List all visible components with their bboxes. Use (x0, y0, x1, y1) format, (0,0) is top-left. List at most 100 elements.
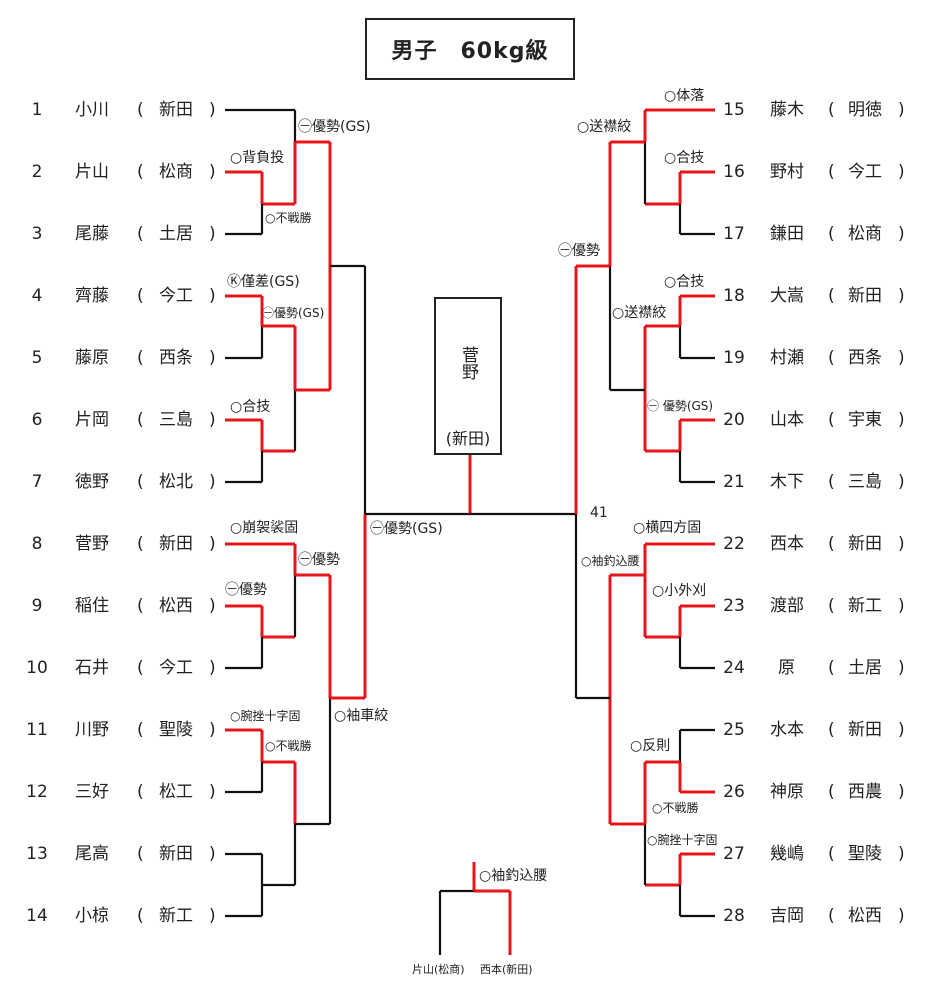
entry-number: 24 (723, 658, 745, 678)
entry-number: 9 (31, 596, 43, 616)
result-label: Ⓚ僅差(GS) (227, 274, 300, 290)
entry-number: 10 (26, 658, 48, 678)
paren-open: ( (137, 410, 144, 430)
champion-name: 菅野 (458, 346, 478, 380)
paren-open: ( (828, 286, 835, 306)
entry-right: 渡部(新工) (770, 593, 910, 619)
player-name: 大嵩 (770, 286, 804, 306)
third-place-result: ○袖釣込腰 (479, 868, 548, 884)
paren-close: ) (209, 658, 216, 678)
entry-number: 2 (31, 162, 43, 182)
third-place-right: 西本(新田) (480, 963, 533, 976)
entry-right: 神原 ( 西農) (770, 779, 910, 805)
paren-open: ( (137, 596, 144, 616)
paren-open: ( (137, 286, 144, 306)
player-name: 菅野 (75, 534, 109, 554)
player-team: 松商 (159, 162, 193, 182)
result-label: ㊀優勢 (558, 243, 600, 259)
champion-team: (新田) (445, 429, 491, 448)
player-name: 三好 (75, 782, 109, 802)
player-team: 新田 (159, 100, 193, 120)
entry-number: 23 (723, 596, 745, 616)
result-label: ㊀ 優勢(GS) (647, 399, 714, 413)
entry-number: 22 (723, 534, 745, 554)
paren-open: ( (828, 596, 835, 616)
player-team: 新田 (848, 720, 882, 740)
entry-left: 徳野(松北) (75, 469, 225, 495)
player-name: 吉岡 (770, 906, 804, 926)
paren-open: ( (828, 410, 835, 430)
result-label: ○崩袈裟固 (230, 520, 299, 536)
entry-number: 4 (31, 286, 43, 306)
player-team: 松商 (848, 224, 882, 244)
player-name: 稲住 (75, 596, 109, 616)
paren-open: ( (137, 162, 144, 182)
entry-number: 5 (31, 348, 43, 368)
player-team: 今工 (848, 162, 882, 182)
entry-number: 25 (723, 720, 745, 740)
paren-open: ( (828, 720, 835, 740)
entry-right: 村瀬(西条) (770, 345, 910, 371)
paren-open: ( (137, 906, 144, 926)
entry-right: 原(土居) (770, 655, 910, 681)
paren-close: ) (209, 720, 216, 740)
entry-right: 西本(新田) (770, 531, 910, 557)
result-label: ㊀優勢(GS) (262, 306, 325, 320)
paren-open: ( (828, 782, 835, 802)
entry-number: 13 (26, 844, 48, 864)
player-team: 三島 (159, 410, 193, 430)
result-label: ㊀優勢(GS) (298, 119, 371, 135)
player-name: 神原 (770, 782, 804, 802)
player-team: 松西 (848, 906, 882, 926)
entry-left: 小椋(新工) (75, 903, 225, 929)
paren-open: ( (137, 224, 144, 244)
player-name: 村瀬 (770, 348, 804, 368)
paren-close: ) (898, 720, 905, 740)
paren-close: ) (898, 100, 905, 120)
player-name: 西本 (770, 534, 804, 554)
player-team: 新田 (848, 534, 882, 554)
result-label: ㊀優勢(GS) (370, 521, 443, 537)
player-team: 新田 (848, 286, 882, 306)
result-label: ○送襟絞 (612, 305, 667, 321)
result-label: ○不戦勝 (652, 801, 699, 815)
player-name: 齊藤 (75, 286, 109, 306)
player-name: 山本 (770, 410, 804, 430)
entry-number: 16 (723, 162, 745, 182)
paren-open: ( (137, 534, 144, 554)
entry-left: 片山(松商) (75, 159, 225, 185)
result-label: ○不戦勝 (265, 739, 312, 753)
paren-open: ( (828, 844, 835, 864)
player-team: 聖陵 (848, 844, 882, 864)
entry-number: 11 (26, 720, 48, 740)
player-name: 石井 (75, 658, 109, 678)
player-name: 渡部 (770, 596, 804, 616)
entry-right: 鎌田(松商) (770, 221, 910, 247)
paren-close: ) (898, 410, 905, 430)
entry-right: 吉岡(松西) (770, 903, 910, 929)
player-team: 明徳 (848, 100, 882, 120)
result-label: ○反則 (630, 738, 671, 754)
player-team: 西農 (848, 782, 882, 802)
player-name: 原 (778, 658, 795, 678)
player-team: 新田 (159, 534, 193, 554)
paren-open: ( (828, 534, 835, 554)
result-label: ○袖釣込腰 (581, 554, 640, 568)
player-team: 土居 (159, 224, 193, 244)
entry-right: 山本(宇東) (770, 407, 910, 433)
entry-left: 三好(松工) (75, 779, 225, 805)
entry-right: 野村(今工) (770, 159, 910, 185)
paren-close: ) (898, 782, 905, 802)
player-team: 新工 (159, 906, 193, 926)
entry-number: 28 (723, 906, 745, 926)
paren-close: ) (209, 100, 216, 120)
entry-right: 大嵩(新田) (770, 283, 910, 309)
player-name: 小椋 (75, 906, 109, 926)
paren-open: ( (137, 472, 144, 492)
result-label: ○不戦勝 (265, 211, 312, 225)
paren-open: ( (828, 472, 835, 492)
paren-close: ) (898, 844, 905, 864)
result-label: ○袖車絞 (334, 708, 389, 724)
paren-open: ( (828, 348, 835, 368)
